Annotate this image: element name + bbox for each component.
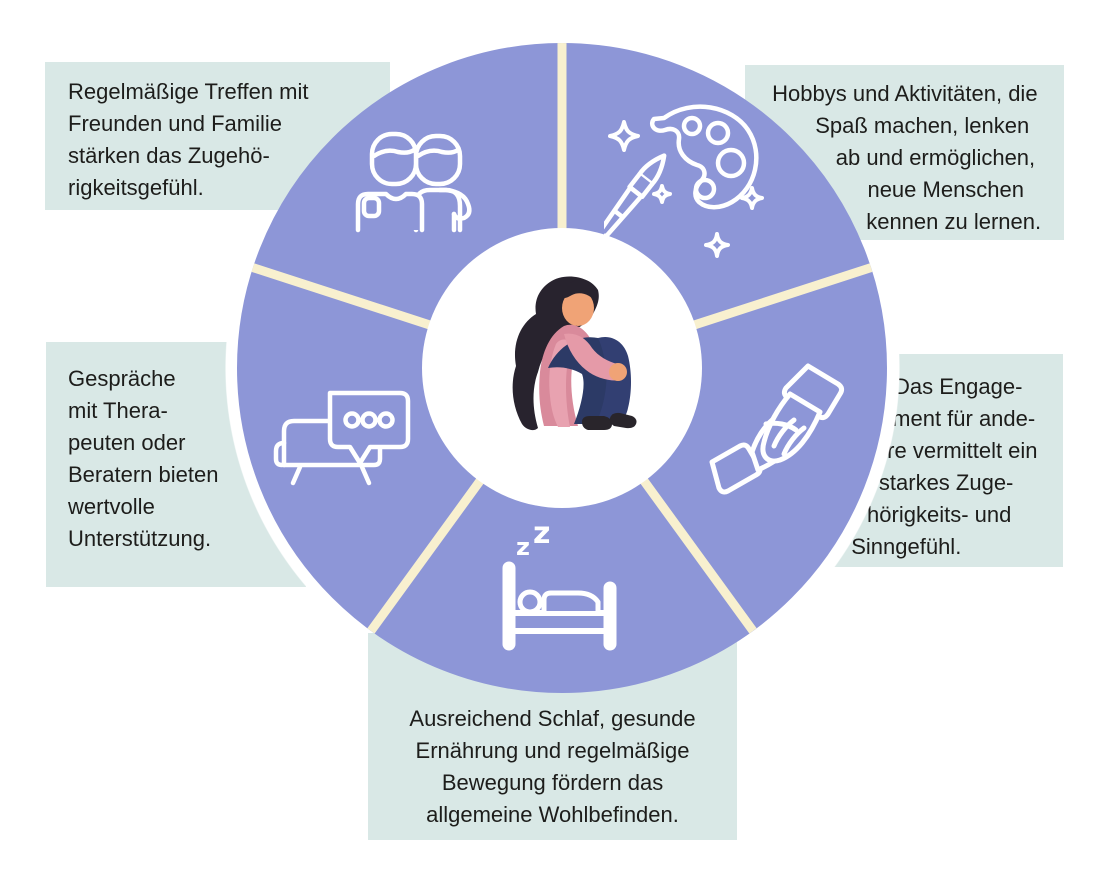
info-text-hobbies: Hobbys und Aktivitäten, die Spaß machen,… (772, 81, 1042, 234)
info-text-health: Ausreichend Schlaf, gesunde Ernährung un… (409, 706, 696, 827)
info-text-friends: Regelmäßige Treffen mit Freunden und Fam… (68, 79, 309, 200)
sleeping-bed-icon (492, 556, 627, 652)
two-friends-icon (352, 126, 476, 234)
paint-palette-icon (598, 96, 768, 264)
couch-chat-icon (272, 385, 412, 493)
sad-person-illustration (478, 272, 646, 444)
info-box-friends: Regelmäßige Treffen mit Freunden und Fam… (45, 62, 390, 210)
info-text-therapy: Gespräche mit Thera- peuten oder Berater… (68, 366, 219, 551)
helping-hands-icon (702, 362, 850, 504)
segment-dividers (242, 43, 882, 642)
info-text-engagement: Das Engage- ment für ande- re vermittelt… (851, 374, 1038, 559)
info-box-engagement: Das Engage- ment für ande- re vermittelt… (820, 354, 1063, 567)
